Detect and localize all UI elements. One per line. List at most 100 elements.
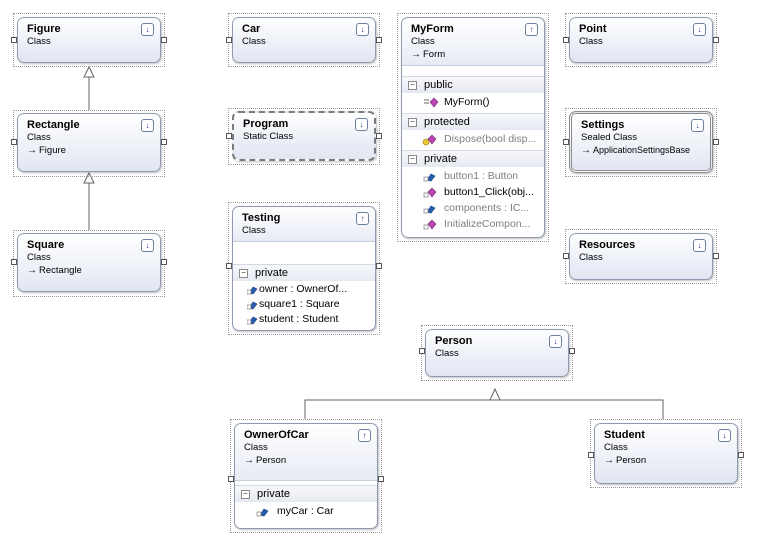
- section-header-private[interactable]: −private: [233, 264, 375, 281]
- connection-port-left[interactable]: [11, 139, 17, 145]
- arrow-right-icon: →: [244, 455, 254, 466]
- base-class-label: →Person: [604, 455, 647, 466]
- base-class-label: →Figure: [27, 145, 66, 156]
- section-header-public[interactable]: −public: [402, 76, 544, 93]
- class-kind: Class: [604, 442, 628, 453]
- class-name: Testing: [242, 212, 281, 224]
- class-shape-point[interactable]: Point Class ↓: [569, 17, 713, 63]
- connection-port-left[interactable]: [228, 476, 234, 482]
- connection-port-left[interactable]: [11, 37, 17, 43]
- class-name: Student: [604, 429, 645, 441]
- member-field[interactable]: square1 : Square: [233, 298, 375, 310]
- inheritance-arrowhead-figure: [83, 65, 95, 78]
- collapse-icon[interactable]: −: [408, 118, 417, 127]
- class-kind: Class: [27, 252, 51, 263]
- double-chevron-down-icon[interactable]: ↓: [355, 118, 368, 131]
- connection-port-right[interactable]: [378, 476, 384, 482]
- collapse-icon[interactable]: −: [408, 81, 417, 90]
- class-shape-figure[interactable]: Figure Class ↓: [17, 17, 161, 63]
- class-kind: Class: [242, 225, 266, 236]
- member-field[interactable]: myCar : Car: [235, 505, 377, 517]
- connection-port-left[interactable]: [226, 263, 232, 269]
- member-method[interactable]: button1_Click(obj...: [402, 186, 544, 198]
- class-shape-testing[interactable]: Testing Class ↑ −private owner : OwnerOf…: [232, 206, 376, 331]
- double-chevron-down-icon[interactable]: ↓: [549, 335, 562, 348]
- class-name: OwnerOfCar: [244, 429, 309, 441]
- member-field[interactable]: button1 : Button: [402, 170, 544, 182]
- arrow-right-icon: →: [27, 145, 37, 156]
- connection-port-right[interactable]: [713, 139, 719, 145]
- arrow-right-icon: →: [581, 145, 591, 156]
- class-kind: Class: [579, 36, 603, 47]
- method-icon: [423, 187, 437, 198]
- connection-port-left[interactable]: [419, 348, 425, 354]
- class-name: Figure: [27, 23, 61, 35]
- base-class-label: →Rectangle: [27, 265, 82, 276]
- connection-port-left[interactable]: [11, 259, 17, 265]
- member-field[interactable]: components : IC...: [402, 202, 544, 214]
- double-chevron-down-icon[interactable]: ↓: [356, 23, 369, 36]
- connection-port-right[interactable]: [161, 37, 167, 43]
- class-name: Car: [242, 23, 261, 35]
- double-chevron-down-icon[interactable]: ↓: [141, 119, 154, 132]
- double-chevron-down-icon[interactable]: ↓: [693, 23, 706, 36]
- connection-port-left[interactable]: [563, 139, 569, 145]
- class-shape-student[interactable]: Student Class →Person ↓: [594, 423, 738, 484]
- double-chevron-down-icon[interactable]: ↓: [141, 23, 154, 36]
- collapse-icon[interactable]: −: [239, 269, 248, 278]
- class-kind: Class: [242, 36, 266, 47]
- method-icon: [424, 97, 439, 108]
- connection-port-right[interactable]: [569, 348, 575, 354]
- class-shape-ownerofcar[interactable]: OwnerOfCar Class →Person ↑ −private myCa…: [234, 423, 378, 529]
- class-shape-square[interactable]: Square Class →Rectangle ↓: [17, 233, 161, 292]
- class-kind: Class: [411, 36, 435, 47]
- connection-port-left[interactable]: [563, 37, 569, 43]
- connection-port-left[interactable]: [588, 452, 594, 458]
- double-chevron-up-icon[interactable]: ↑: [525, 23, 538, 36]
- connection-port-left[interactable]: [226, 37, 232, 43]
- member-method[interactable]: InitializeCompon...: [402, 218, 544, 230]
- connection-port-right[interactable]: [376, 133, 382, 139]
- collapse-icon[interactable]: −: [241, 490, 250, 499]
- class-name: Square: [27, 239, 65, 251]
- member-field[interactable]: owner : OwnerOf...: [233, 283, 375, 295]
- class-shape-myform[interactable]: MyForm Class →Form ↑ −public MyForm() −p…: [401, 17, 545, 238]
- connection-port-left[interactable]: [226, 133, 232, 139]
- inheritance-arrowhead-rectangle: [83, 171, 95, 184]
- connection-port-right[interactable]: [161, 259, 167, 265]
- class-shape-program[interactable]: Program Static Class ↓: [232, 111, 376, 161]
- connection-port-right[interactable]: [713, 37, 719, 43]
- connection-port-right[interactable]: [161, 139, 167, 145]
- connection-port-right[interactable]: [713, 253, 719, 259]
- section-header-private[interactable]: −private: [402, 150, 544, 167]
- double-chevron-down-icon[interactable]: ↓: [691, 119, 704, 132]
- double-chevron-down-icon[interactable]: ↓: [141, 239, 154, 252]
- collapse-icon[interactable]: −: [408, 155, 417, 164]
- double-chevron-down-icon[interactable]: ↓: [718, 429, 731, 442]
- connection-port-right[interactable]: [738, 452, 744, 458]
- class-shape-car[interactable]: Car Class ↓: [232, 17, 376, 63]
- class-shape-person[interactable]: Person Class ↓: [425, 329, 569, 377]
- base-class-label: →ApplicationSettingsBase: [581, 145, 691, 156]
- section-header-private[interactable]: −private: [235, 485, 377, 502]
- class-shape-resources[interactable]: Resources Class ↓: [569, 233, 713, 280]
- member-method[interactable]: Dispose(bool disp...: [402, 133, 544, 146]
- field-icon: [423, 205, 436, 214]
- connection-port-right[interactable]: [376, 37, 382, 43]
- double-chevron-up-icon[interactable]: ↑: [358, 429, 371, 442]
- field-icon: [247, 286, 258, 295]
- arrow-right-icon: →: [411, 49, 421, 60]
- class-shape-rectangle[interactable]: Rectangle Class →Figure ↓: [17, 113, 161, 172]
- class-shape-settings[interactable]: Settings Sealed Class →ApplicationSettin…: [569, 111, 713, 173]
- member-method[interactable]: MyForm(): [402, 96, 544, 108]
- double-chevron-down-icon[interactable]: ↓: [693, 239, 706, 252]
- member-field[interactable]: student : Student: [233, 313, 375, 325]
- double-chevron-up-icon[interactable]: ↑: [356, 212, 369, 225]
- section-header-protected[interactable]: −protected: [402, 113, 544, 130]
- class-kind: Class: [27, 132, 51, 143]
- connection-port-right[interactable]: [376, 263, 382, 269]
- connection-port-left[interactable]: [563, 253, 569, 259]
- class-name: Rectangle: [27, 119, 80, 131]
- protected-method-icon: [422, 134, 437, 146]
